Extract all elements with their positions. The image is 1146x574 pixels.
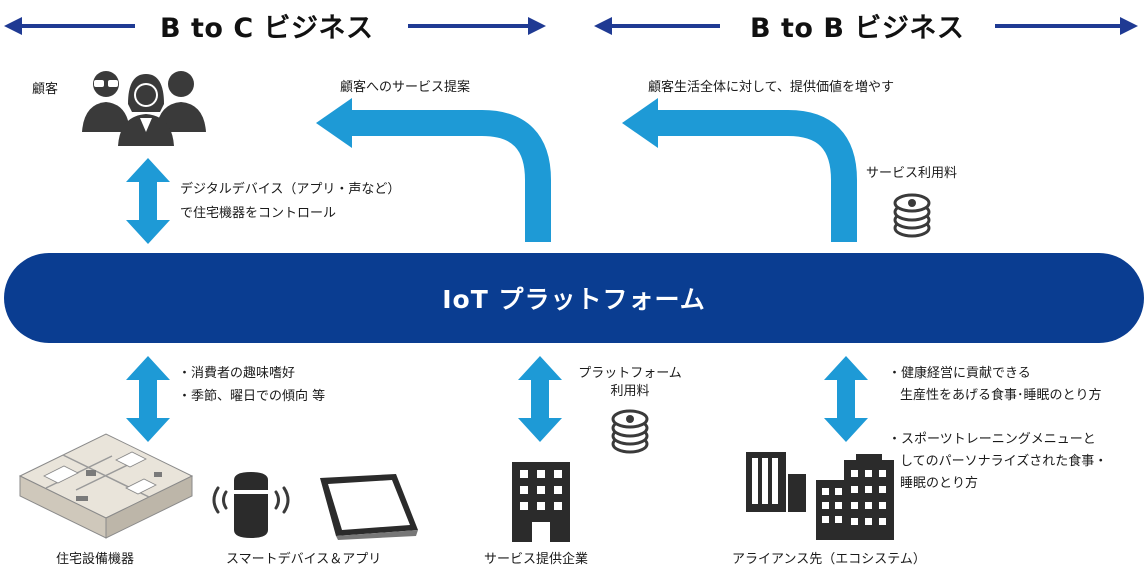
control-text-line2: で住宅機器をコントロール: [180, 206, 337, 221]
double-arrows: [126, 158, 868, 442]
control-text-line1: デジタルデバイス（アプリ・声など）: [180, 182, 401, 197]
consumer-text-line2: ・季節、曜日での傾向 等: [178, 389, 326, 404]
whole-life-value-arrowhead: [622, 98, 658, 148]
consumer-double-arrow: [126, 356, 170, 442]
people-icon: [82, 71, 206, 146]
customer-label: 顧客: [32, 82, 59, 97]
alliance-text-line4: してのパーソナライズされた食事・: [900, 454, 1108, 469]
flow-arrows: [316, 98, 857, 242]
b2c-title: B to C ビジネス: [160, 13, 374, 44]
iot-platform-label: IoT プラットフォーム: [442, 285, 706, 314]
alliance-text-line5: 睡眠のとり方: [900, 476, 979, 491]
platform-fee-line1: プラットフォーム: [578, 366, 682, 381]
service-fee-label: サービス利用料: [866, 166, 958, 181]
consumer-text-line1: ・消費者の趣味嗜好: [178, 366, 296, 381]
alliance-label: アライアンス先（エコシステム）: [732, 552, 926, 567]
platform-fee-line2: 利用料: [610, 384, 650, 399]
tablet-icon: [320, 474, 418, 540]
company-building-icon: [512, 462, 570, 542]
coins-icon: [893, 193, 931, 238]
b2b-title: B to B ビジネス: [750, 13, 965, 44]
smart-speaker-icon: [212, 472, 290, 538]
service-proposal-arrowhead: [316, 98, 352, 148]
service-proposal-label: 顧客へのサービス提案: [340, 80, 471, 95]
whole-life-value-arrow: [655, 110, 857, 242]
alliance-buildings-icon: [746, 452, 894, 540]
house-floorplan-icon: [18, 433, 194, 539]
control-double-arrow: [126, 158, 170, 244]
platform-coins-icon: [611, 409, 649, 454]
platform-fee-double-arrow: [518, 356, 562, 442]
service-company-label: サービス提供企業: [484, 552, 589, 567]
housing-equipment-label: 住宅設備機器: [56, 552, 135, 567]
header-arrows: [4, 17, 1138, 35]
b2b-right-arrow: [995, 17, 1138, 35]
b2b-left-arrow: [594, 17, 720, 35]
iot-platform-bar: IoT プラットフォーム: [4, 253, 1144, 343]
alliance-text-line1: ・健康経営に貢献できる: [888, 366, 1031, 381]
b2c-left-arrow: [4, 17, 135, 35]
alliance-text-line3: ・スポーツトレーニングメニューと: [888, 432, 1096, 447]
alliance-text-line2: 生産性をあげる食事･睡眠のとり方: [900, 388, 1102, 403]
smart-devices-label: スマートデバイス＆アプリ: [226, 552, 382, 567]
whole-life-value-label: 顧客生活全体に対して、提供価値を増やす: [648, 80, 894, 95]
service-proposal-arrow: [348, 110, 551, 242]
alliance-double-arrow: [824, 356, 868, 442]
b2c-right-arrow: [408, 17, 546, 35]
